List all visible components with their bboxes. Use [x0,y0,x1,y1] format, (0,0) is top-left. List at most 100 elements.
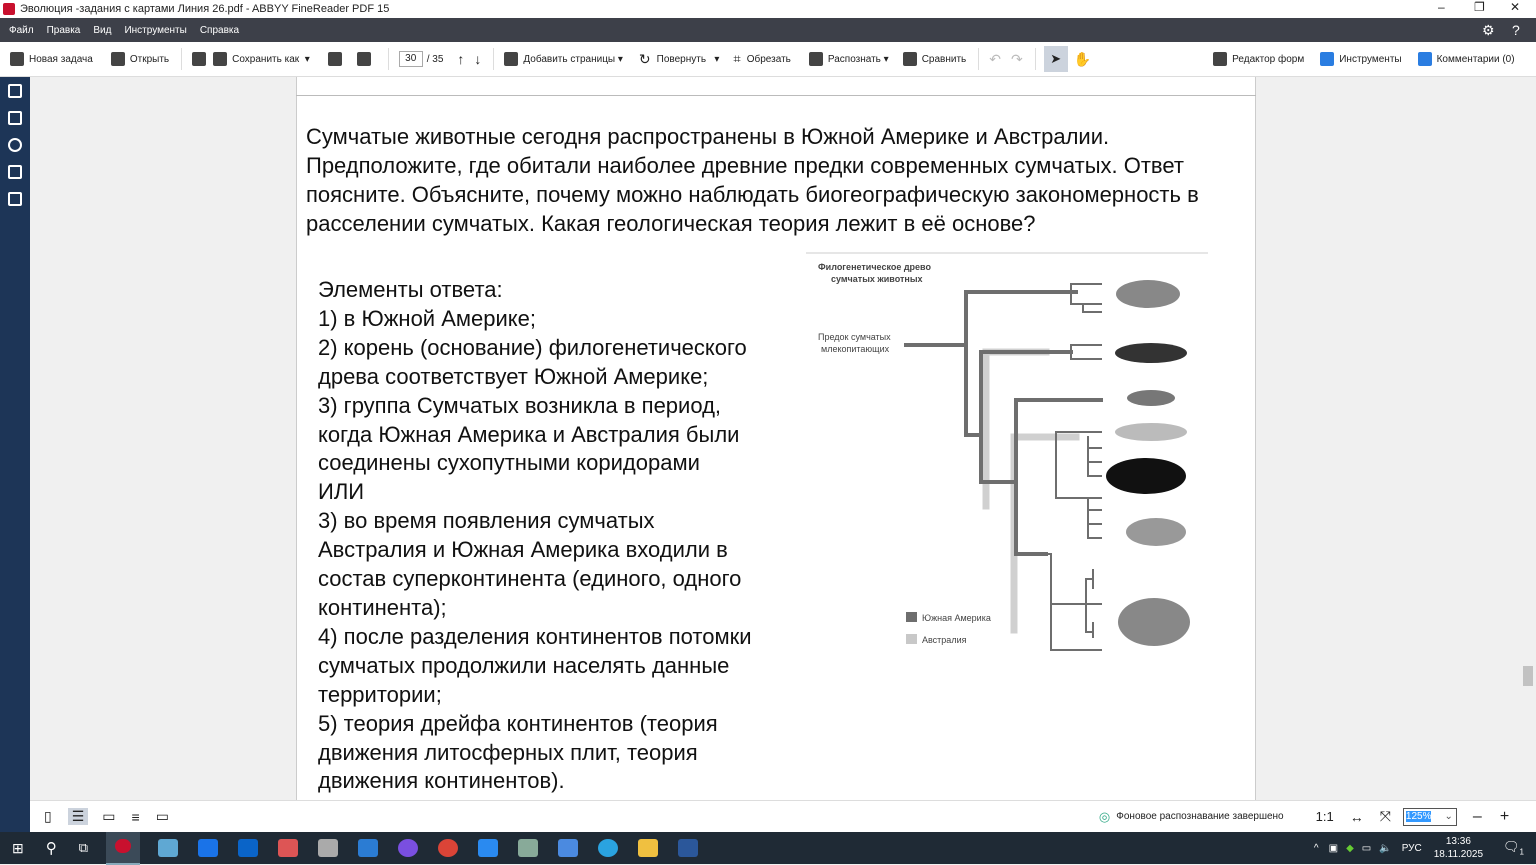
notifications-icon[interactable]: 🗨1 [1503,839,1524,857]
app-taskbar-icon-7[interactable] [558,839,579,857]
answer-line: 5) теория дрейфа континентов (теория [318,710,718,736]
continuous-view-icon[interactable]: ☰ [67,808,89,825]
tasmanian-devil-image [1106,458,1186,494]
figure-title-2: сумчатых животных [831,274,923,284]
app-taskbar-icon-4[interactable] [398,839,419,857]
task-view-icon[interactable]: ⧉ [78,840,89,855]
redo-icon[interactable]: ↷ [1011,50,1023,67]
window-title: Эволюция -задания с картами Линия 26.pdf… [20,3,390,15]
fit-width-icon[interactable]: ↔ [1349,808,1364,825]
select-pointer-icon[interactable]: ➤ [1043,46,1068,72]
rotate-icon: ↻ [638,50,651,67]
two-page-scroll-icon[interactable]: ≡ [131,808,140,825]
answer-line: 1) в Южной Америке; [318,305,536,331]
bookmark-icon[interactable] [8,111,22,125]
close-button[interactable]: ✕ [1510,0,1521,14]
tree-branches [904,283,1103,651]
finereader-taskbar-icon[interactable] [106,831,141,865]
form-editor-button[interactable]: Редактор форм [1213,52,1304,66]
page-number-input[interactable]: 30 [398,51,423,67]
signature-icon[interactable] [8,192,22,206]
word-taskbar-icon[interactable] [678,839,699,857]
print-icon [327,52,342,66]
scrollbar-thumb[interactable] [1523,666,1533,686]
title-bar: Эволюция -задания с картами Линия 26.pdf… [0,0,1536,18]
shrew-opossum-image [1115,343,1187,363]
menu-tools[interactable]: Инструменты [124,24,187,36]
crop-button[interactable]: ⌗Обрезать [733,51,791,66]
zoom-in-button[interactable]: + [1499,807,1510,825]
compare-button[interactable]: Сравнить [902,52,966,66]
telegram-taskbar-icon[interactable] [598,839,619,857]
app-taskbar-icon-1[interactable] [158,839,179,857]
single-page-view-icon[interactable]: ▯ [44,808,52,824]
app-taskbar-icon-5[interactable] [478,839,499,857]
tray-app-icon[interactable]: ▣ [1328,842,1339,854]
actual-size-button[interactable]: 1:1 [1315,809,1334,824]
volume-icon[interactable]: 🔈 [1379,842,1392,854]
rotate-button[interactable]: ↻Повернуть ▾ [638,50,720,67]
save-button[interactable] [192,52,211,66]
tray-chevron-up-icon[interactable]: ^ [1313,842,1319,854]
file-explorer-taskbar-icon[interactable] [638,839,659,857]
menu-edit[interactable]: Правка [46,24,81,36]
answer-line: движения литосферных плит, теория [318,739,698,765]
status-bar: ▯ ☰ ▭ ≡ ▭ ◎ Фоновое распознавание заверш… [30,800,1536,832]
settings-gear-icon[interactable]: ⚙ [1482,21,1495,38]
attachment-icon[interactable] [8,165,22,179]
email-button[interactable] [356,52,376,66]
undo-icon[interactable]: ↶ [989,50,1001,67]
comments-button[interactable]: Комментарии (0) [1417,52,1515,66]
answer-line: состав суперконтинента (единого, одного [318,566,742,592]
next-page-arrow-down-icon[interactable]: ↓ [474,51,482,67]
language-indicator[interactable]: РУС [1401,842,1422,854]
app-taskbar-icon-2[interactable] [278,839,299,857]
two-page-view-icon[interactable]: ▭ [102,808,116,824]
help-icon[interactable]: ? [1512,22,1520,38]
print-button[interactable] [327,52,347,66]
restore-button[interactable]: ❐ [1474,0,1485,14]
search-taskbar-icon[interactable]: ⚲ [45,840,57,857]
answer-line: движения континентов). [318,768,565,794]
save-as-button[interactable]: Сохранить как ▾ [213,52,310,66]
app-taskbar-icon-3[interactable] [358,839,379,857]
app-logo-icon [3,3,15,15]
page-total: / 35 [426,53,444,65]
add-pages-button[interactable]: Добавить страницы ▾ [504,52,623,66]
recognize-button[interactable]: Распознать ▾ [808,52,889,66]
app-taskbar-icon-6[interactable] [518,839,539,857]
teamviewer-taskbar-icon[interactable] [198,839,219,857]
minimize-button[interactable]: – [1438,0,1445,14]
search-icon[interactable] [8,138,22,152]
vertical-scrollbar[interactable] [1520,77,1536,800]
tools-button[interactable]: Инструменты [1320,52,1402,66]
comment-icon [1417,52,1432,66]
phylogenetic-tree-figure: Филогенетическое древо сумчатых животных… [806,252,1208,651]
zoom-select[interactable]: 125%⌄ [1402,807,1457,826]
menu-help[interactable]: Справка [199,24,240,36]
windows-start-icon[interactable]: ⊞ [12,839,24,856]
outlook-taskbar-icon[interactable] [238,839,259,857]
antivirus-icon[interactable]: ◆ [1346,842,1354,854]
network-icon[interactable]: ▭ [1361,842,1372,854]
new-task-button[interactable]: Новая задача [10,52,93,66]
chrome-taskbar-icon[interactable] [438,839,459,857]
fullscreen-view-icon[interactable]: ▭ [155,808,169,824]
calculator-taskbar-icon[interactable] [318,839,339,857]
answer-line: 2) корень (основание) филогенетического [318,334,747,360]
pages-panel-icon[interactable] [8,84,22,98]
crop-icon: ⌗ [733,51,741,66]
hand-pan-icon[interactable]: ✋ [1073,50,1092,67]
menu-bar: Файл Правка Вид Инструменты Справка ⚙ ? [0,18,1536,42]
fit-page-icon[interactable]: ⤧ [1379,808,1391,824]
answer-line: соединены сухопутными коридорами [318,450,700,476]
menu-view[interactable]: Вид [93,24,112,36]
open-button[interactable]: Открыть [110,52,169,66]
new-task-icon [10,52,24,66]
kangaroo-image [1118,598,1190,646]
answer-line: сумчатых продолжили населять данные [318,652,730,678]
zoom-out-button[interactable]: – [1472,807,1482,825]
prev-page-arrow-up-icon[interactable]: ↑ [457,51,465,67]
menu-file[interactable]: Файл [9,24,34,36]
